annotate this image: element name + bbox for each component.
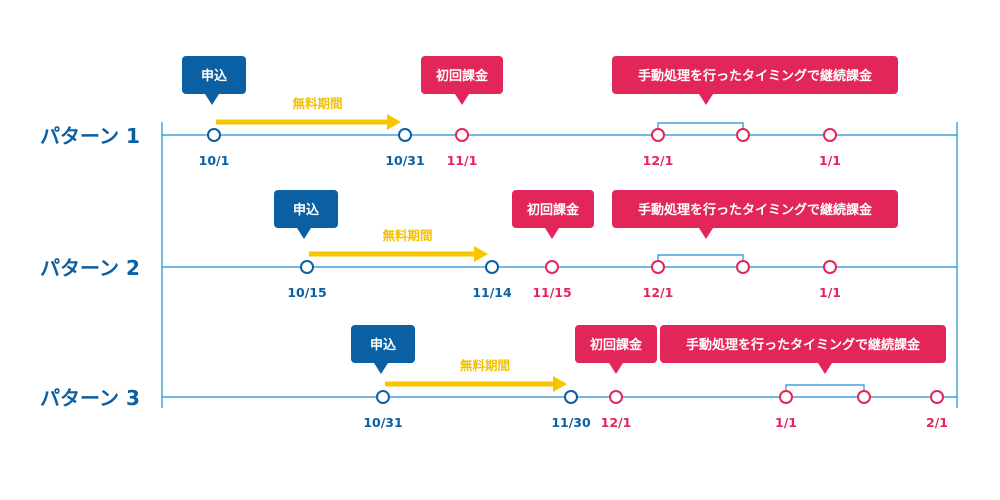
apply-bubble: 申込 — [182, 56, 246, 105]
apply-bubble-tail — [205, 94, 219, 105]
first-charge-bubble-box — [512, 190, 594, 228]
apply-bubble-label: 申込 — [201, 68, 228, 84]
first-charge-bubble: 初回課金 — [421, 56, 503, 105]
manual-billing-bracket — [657, 254, 744, 261]
third-charge-date-label: 1/1 — [819, 285, 841, 300]
free-period-arrow-head — [387, 114, 401, 130]
first-charge-point — [609, 390, 623, 404]
manual-billing-bubble-box — [612, 190, 898, 228]
manual-billing-bubble: 手動処理を行ったタイミングで継続課金 — [660, 325, 946, 374]
apply-bubble-box — [351, 325, 415, 363]
free-end-date-label: 11/14 — [472, 285, 512, 300]
manual-billing-bubble-tail — [818, 363, 832, 374]
first-charge-bubble: 初回課金 — [575, 325, 657, 374]
manual-billing-bubble-label: 手動処理を行ったタイミングで継続課金 — [686, 337, 921, 353]
second-charge-point — [779, 390, 793, 404]
first-charge-point — [545, 260, 559, 274]
free-period-label: 無料期間 — [382, 228, 432, 243]
pattern-row-3: パターン 3 無料期間 10/31 11/30 12/1 1/1 2/1 申込 初回課金 手動処理… — [40, 325, 957, 430]
apply-date-label: 10/1 — [199, 153, 230, 168]
first-charge-bubble-label: 初回課金 — [590, 337, 643, 353]
third-charge-date-label: 1/1 — [819, 153, 841, 168]
first-charge-bubble-box — [421, 56, 503, 94]
apply-point — [376, 390, 390, 404]
free-period-arrow-head — [474, 246, 488, 262]
free-end-date-label: 11/30 — [551, 415, 591, 430]
apply-point — [300, 260, 314, 274]
first-charge-bubble-label: 初回課金 — [527, 202, 580, 218]
second-charge-date-label: 12/1 — [643, 153, 674, 168]
apply-bubble: 申込 — [351, 325, 415, 374]
manual-billing-bracket — [657, 122, 744, 129]
first-charge-date-label: 11/1 — [447, 153, 478, 168]
third-charge-point — [823, 260, 837, 274]
second-charge-date-label: 1/1 — [775, 415, 797, 430]
manual-charge-point — [857, 390, 871, 404]
first-charge-bubble-tail — [455, 94, 469, 105]
manual-charge-point — [736, 260, 750, 274]
apply-point — [207, 128, 221, 142]
free-period-arrow-head — [553, 376, 567, 392]
free-period-label: 無料期間 — [292, 96, 342, 111]
row-label: パターン 2 — [40, 256, 140, 280]
pattern-row-1: パターン 1 無料期間 10/1 10/31 11/1 12/1 1/1 申込 初回課金 手動処理… — [40, 56, 957, 168]
apply-date-label: 10/15 — [287, 285, 326, 300]
third-charge-date-label: 2/1 — [926, 415, 948, 430]
apply-date-label: 10/31 — [363, 415, 402, 430]
manual-billing-bubble-box — [660, 325, 946, 363]
free-end-date-label: 10/31 — [385, 153, 424, 168]
first-charge-bubble-tail — [609, 363, 623, 374]
manual-billing-bubble-tail — [699, 228, 713, 239]
free-end-point — [485, 260, 499, 274]
first-charge-bubble-label: 初回課金 — [436, 68, 489, 84]
manual-billing-bubble-box — [612, 56, 898, 94]
manual-billing-bubble-label: 手動処理を行ったタイミングで継続課金 — [638, 68, 873, 84]
apply-bubble-tail — [297, 228, 311, 239]
apply-bubble-label: 申込 — [370, 337, 397, 353]
apply-bubble-tail — [374, 363, 388, 374]
third-charge-point — [823, 128, 837, 142]
apply-bubble-box — [182, 56, 246, 94]
manual-billing-bubble-tail — [699, 94, 713, 105]
second-charge-date-label: 12/1 — [643, 285, 674, 300]
manual-billing-bubble-label: 手動処理を行ったタイミングで継続課金 — [638, 202, 873, 218]
first-charge-date-label: 12/1 — [601, 415, 632, 430]
manual-billing-bubble: 手動処理を行ったタイミングで継続課金 — [612, 190, 898, 239]
first-charge-bubble-tail — [545, 228, 559, 239]
apply-bubble: 申込 — [274, 190, 338, 239]
first-charge-bubble: 初回課金 — [512, 190, 594, 239]
manual-billing-bracket — [785, 384, 865, 391]
first-charge-date-label: 11/15 — [532, 285, 571, 300]
manual-charge-point — [736, 128, 750, 142]
free-end-point — [398, 128, 412, 142]
third-charge-point — [930, 390, 944, 404]
apply-bubble-box — [274, 190, 338, 228]
free-end-point — [564, 390, 578, 404]
row-label: パターン 3 — [40, 386, 140, 410]
free-period-label: 無料期間 — [460, 358, 510, 373]
second-charge-point — [651, 128, 665, 142]
manual-billing-bubble: 手動処理を行ったタイミングで継続課金 — [612, 56, 898, 105]
row-label: パターン 1 — [40, 124, 140, 148]
pattern-row-2: パターン 2 無料期間 10/15 11/14 11/15 12/1 1/1 申込 初回課金 手動… — [40, 190, 957, 300]
first-charge-point — [455, 128, 469, 142]
apply-bubble-label: 申込 — [293, 202, 320, 218]
first-charge-bubble-box — [575, 325, 657, 363]
second-charge-point — [651, 260, 665, 274]
